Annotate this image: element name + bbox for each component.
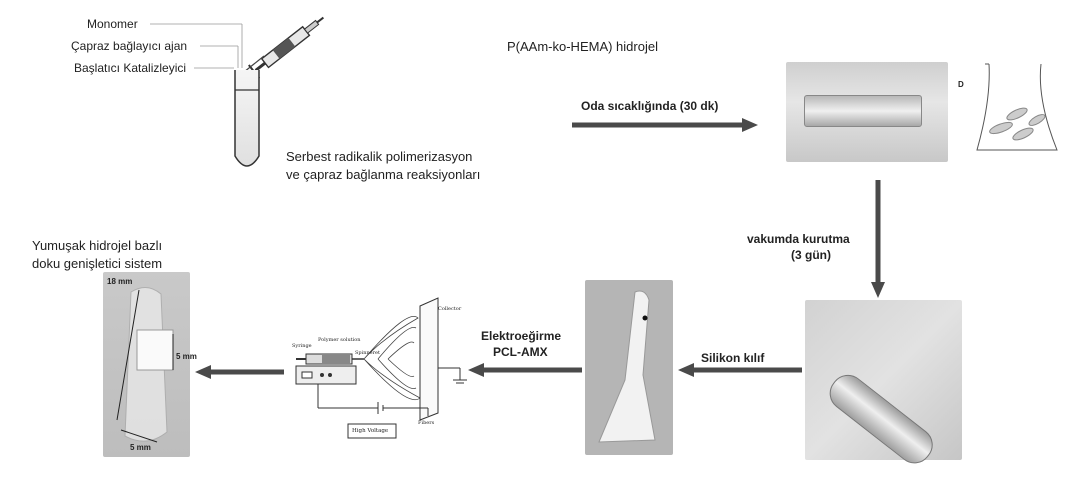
arrow-left-icon (678, 362, 803, 378)
step-electrospin-line2: PCL-AMX (493, 345, 548, 359)
silicone-sleeve-photo (585, 280, 673, 455)
setup-fibers-label: Fibers (418, 420, 434, 426)
final-caption-line2: doku genişletici sistem (32, 256, 162, 271)
arrow-right-icon (572, 117, 762, 133)
dimension-height-label: 5 mm (176, 352, 197, 361)
final-caption-line1: Yumuşak hidrojel bazlı (32, 238, 162, 253)
electrospinning-setup-diagram (288, 298, 468, 443)
dimension-width-label: 5 mm (130, 443, 151, 452)
arrow-left-icon-3 (195, 364, 285, 380)
hydrogel-photo (786, 62, 948, 162)
test-tube-icon (232, 68, 262, 178)
reagent-monomer-label: Monomer (87, 17, 138, 31)
step-vacuum-line2: (3 gün) (791, 248, 831, 262)
flask-sketch-icon (965, 60, 1065, 160)
reaction-caption-line1: Serbest radikalik polimerizasyon (286, 149, 472, 164)
reagent-crosslinker-label: Çapraz bağlayıcı ajan (71, 39, 187, 53)
reaction-caption-line2: ve çapraz bağlanma reaksiyonları (286, 167, 480, 182)
hydrogel-title: P(AAm-ko-HEMA) hidrojel (507, 39, 658, 54)
dimension-length-label: 18 mm (107, 277, 132, 286)
setup-polymer-label: Polymer solution (318, 337, 361, 343)
step-vacuum-line1: vakumda kurutma (747, 232, 850, 246)
tissue-expander-photo (103, 272, 190, 457)
arrow-down-icon (869, 180, 887, 300)
setup-high-voltage-label: High Voltage (352, 428, 388, 434)
setup-syringe-label: Syringe (292, 343, 312, 349)
setup-spinneret-label: Spinneret (355, 350, 380, 356)
arrow-left-icon-2 (468, 362, 583, 378)
panel-letter: D (958, 80, 964, 89)
dried-hydrogel-photo (805, 300, 962, 460)
step-room-temp-label: Oda sıcaklığında (30 dk) (581, 99, 718, 113)
reagent-initiator-label: Başlatıcı Katalizleyici (74, 61, 186, 75)
setup-collector-label: Collector (438, 306, 461, 312)
step-electrospin-line1: Elektroeğirme (481, 329, 561, 343)
